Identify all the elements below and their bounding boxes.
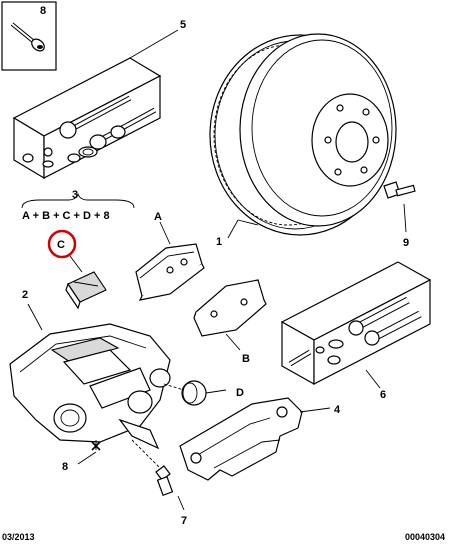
kit-formula: 3 A + B + C + D + 8 [21, 189, 135, 222]
label-2: 2 [22, 289, 28, 301]
highlight-circle [47, 229, 77, 259]
footer-date: 03/2013 [2, 532, 35, 542]
label-1: 1 [216, 236, 222, 248]
label-3: 3 [72, 189, 78, 201]
inset-box-part-8: 8 [1, 1, 57, 71]
brake-pad-b: B [193, 279, 267, 365]
label-A: A [154, 211, 162, 223]
formula-text: A + B + C + D + 8 [22, 210, 110, 222]
label-7: 7 [181, 515, 187, 527]
kit-pins [288, 296, 422, 367]
inset-bolt-illustration [10, 22, 45, 52]
disc-bolt-holes [324, 104, 380, 176]
kit-bolts [22, 95, 157, 168]
wheel-stud: 9 [383, 181, 416, 249]
label-8: 8 [62, 461, 68, 473]
label-B: B [242, 353, 250, 365]
label-C: C [57, 239, 65, 251]
highlight-c: C [47, 229, 83, 273]
label-9: 9 [403, 237, 409, 249]
label-D: D [236, 387, 244, 399]
bolt-kit-box: 5 [12, 19, 186, 180]
label-4: 4 [334, 404, 341, 416]
brake-disc: 1 [209, 33, 397, 248]
carrier-bracket: 4 [179, 397, 341, 481]
inset-label: 8 [40, 5, 46, 17]
caliper-bolt-mark: 8 [62, 441, 101, 473]
footer-reference: 00040304 [405, 532, 445, 542]
guide-pin-kit-box: 6 [280, 261, 432, 401]
pad-clip [65, 271, 107, 310]
footer: 03/2013 00040304 [2, 532, 445, 542]
piston-seal: D [163, 380, 244, 406]
label-5: 5 [180, 19, 186, 31]
label-6: 6 [380, 389, 386, 401]
bleed-screw: 7 [131, 439, 187, 527]
brake-pad-a: A [135, 211, 205, 301]
brake-caliper: 2 [9, 289, 171, 450]
